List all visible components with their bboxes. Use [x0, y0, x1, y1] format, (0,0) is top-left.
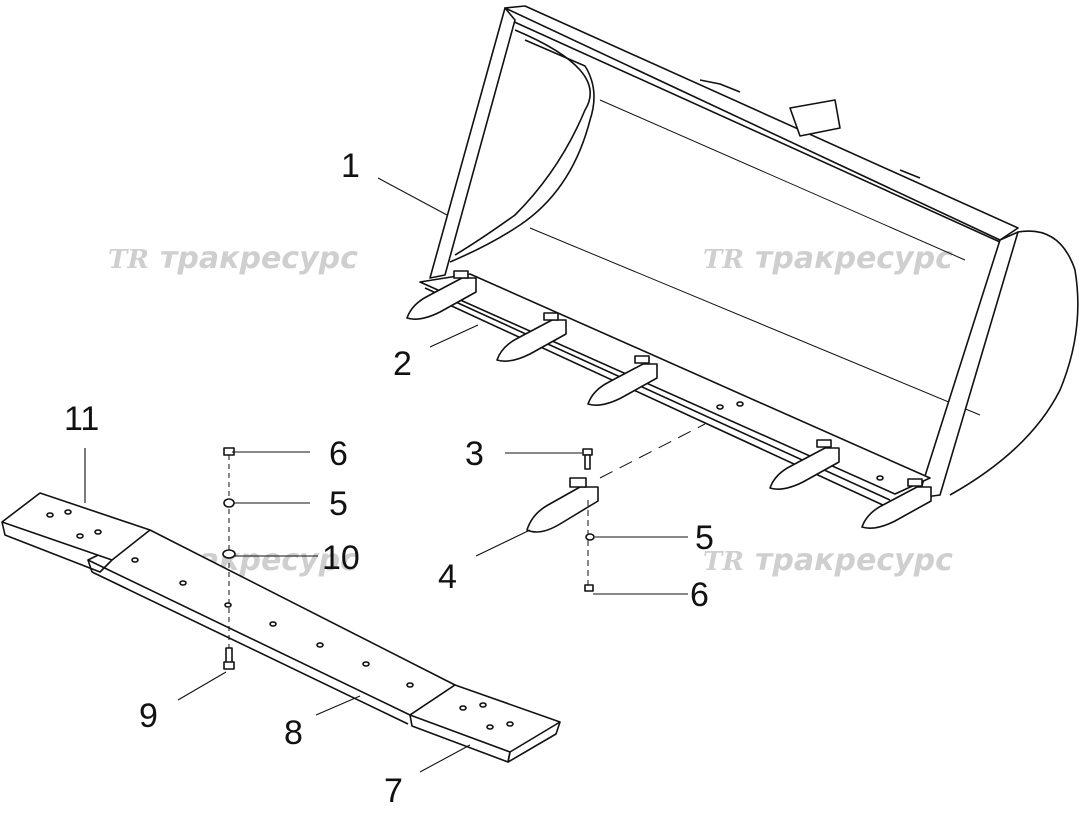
callout-5-edge: 5	[329, 485, 348, 523]
callout-11: 11	[64, 400, 99, 438]
bolt-head	[582, 448, 593, 456]
bolt-shank	[584, 454, 591, 470]
cutting-edge-assembly	[1, 447, 561, 763]
bolt-head	[223, 661, 235, 670]
watermark-logo: ТR	[703, 245, 744, 275]
callout-3: 3	[465, 435, 484, 473]
exploded-tooth-assembly	[526, 423, 706, 592]
callout-4: 4	[438, 558, 457, 596]
callout-2: 2	[393, 345, 412, 383]
watermark-text: тракресурс	[160, 241, 358, 276]
bucket	[406, 5, 1079, 529]
bucket-tooth	[769, 439, 840, 490]
bucket-tooth	[861, 478, 932, 529]
watermark-text: тракресурс	[755, 543, 953, 578]
leader-lines	[84, 177, 688, 773]
washer	[223, 498, 235, 508]
callout-5-tooth: 5	[695, 519, 714, 557]
bucket-tooth	[406, 270, 477, 320]
washer	[222, 549, 236, 559]
bucket-tooth	[496, 312, 567, 362]
watermark-lower-right: ТR тракресурс	[703, 543, 953, 578]
callout-8: 8	[284, 714, 303, 752]
watermark-logo: ТR	[703, 547, 744, 577]
bucket-tooth	[587, 355, 658, 406]
callout-6-edge: 6	[329, 435, 348, 473]
watermark-left: ТR тракресурс	[108, 241, 358, 276]
watermark-logo: ТR	[108, 245, 149, 275]
watermark-text: тракресурс	[755, 241, 953, 276]
washer	[585, 533, 595, 541]
callout-1: 1	[341, 147, 360, 185]
callout-9: 9	[139, 697, 158, 735]
nut	[584, 584, 594, 592]
watermark-right: ТR тракресурс	[703, 241, 953, 276]
callout-6-tooth: 6	[690, 576, 709, 614]
callout-10: 10	[322, 539, 360, 577]
callout-7: 7	[384, 772, 403, 810]
